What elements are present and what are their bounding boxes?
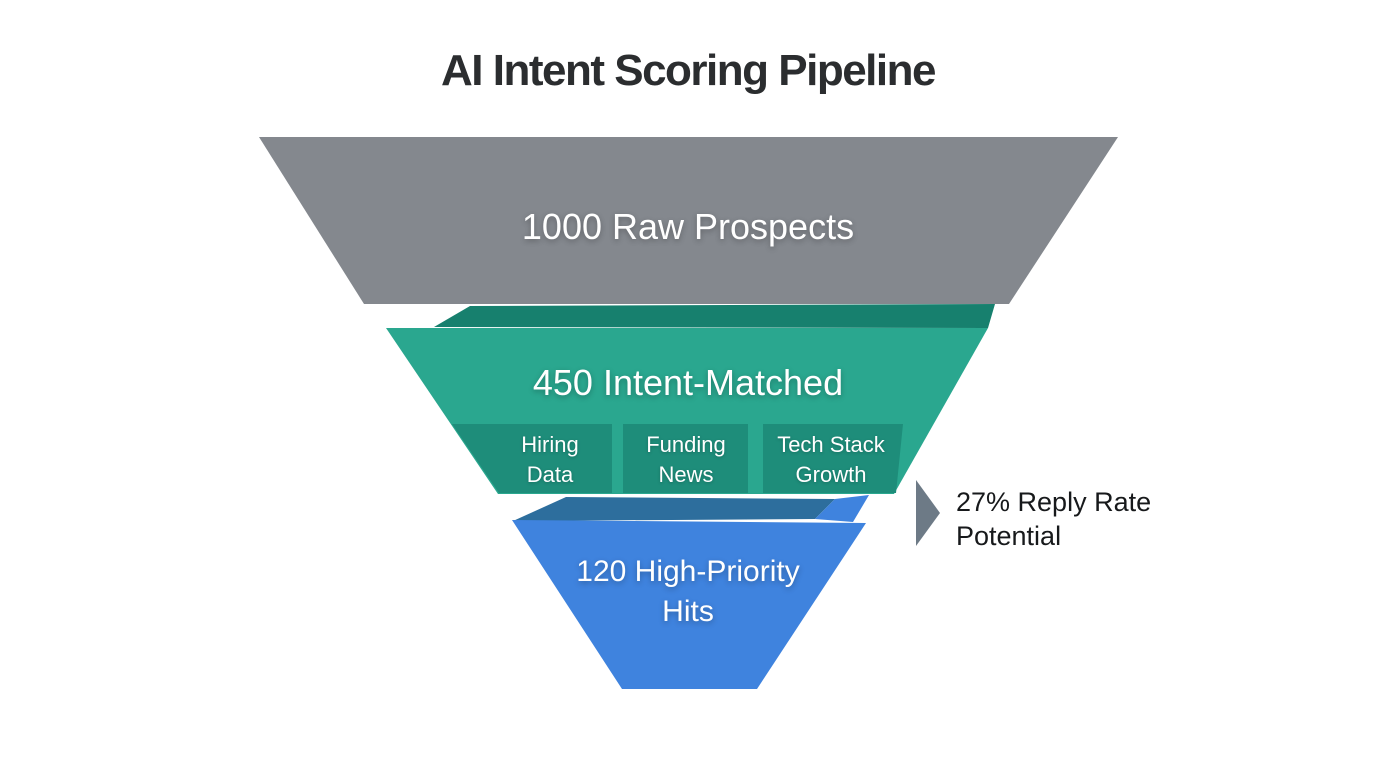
signal-box-tech-stack-growth (763, 424, 903, 493)
signal-label-funding-news: Funding News (646, 432, 726, 487)
page-title: AI Intent Scoring Pipeline (441, 46, 936, 95)
stage1-shape (259, 137, 1118, 304)
stage3-label: 120 High-Priority Hits (576, 555, 800, 628)
stage2-label: 450 Intent-Matched (532, 362, 844, 403)
stage2-lip-shape (434, 304, 995, 328)
stage1-label: 1000 Raw Prospects (521, 206, 855, 247)
signal-box-hiring-data (452, 424, 612, 493)
signal-box-funding-news (623, 424, 748, 493)
signal-label-tech-stack-growth: Tech Stack Growth (777, 432, 885, 487)
reply-rate-annotation: 27% Reply Rate Potential (956, 487, 1152, 551)
stage3-shape (512, 520, 866, 689)
reply-rate-arrow-icon (916, 480, 940, 546)
signal-label-hiring-data: Hiring Data (521, 432, 579, 487)
stage3-lip-shape (513, 497, 835, 521)
stage3-lip-edge-shape (815, 495, 869, 522)
